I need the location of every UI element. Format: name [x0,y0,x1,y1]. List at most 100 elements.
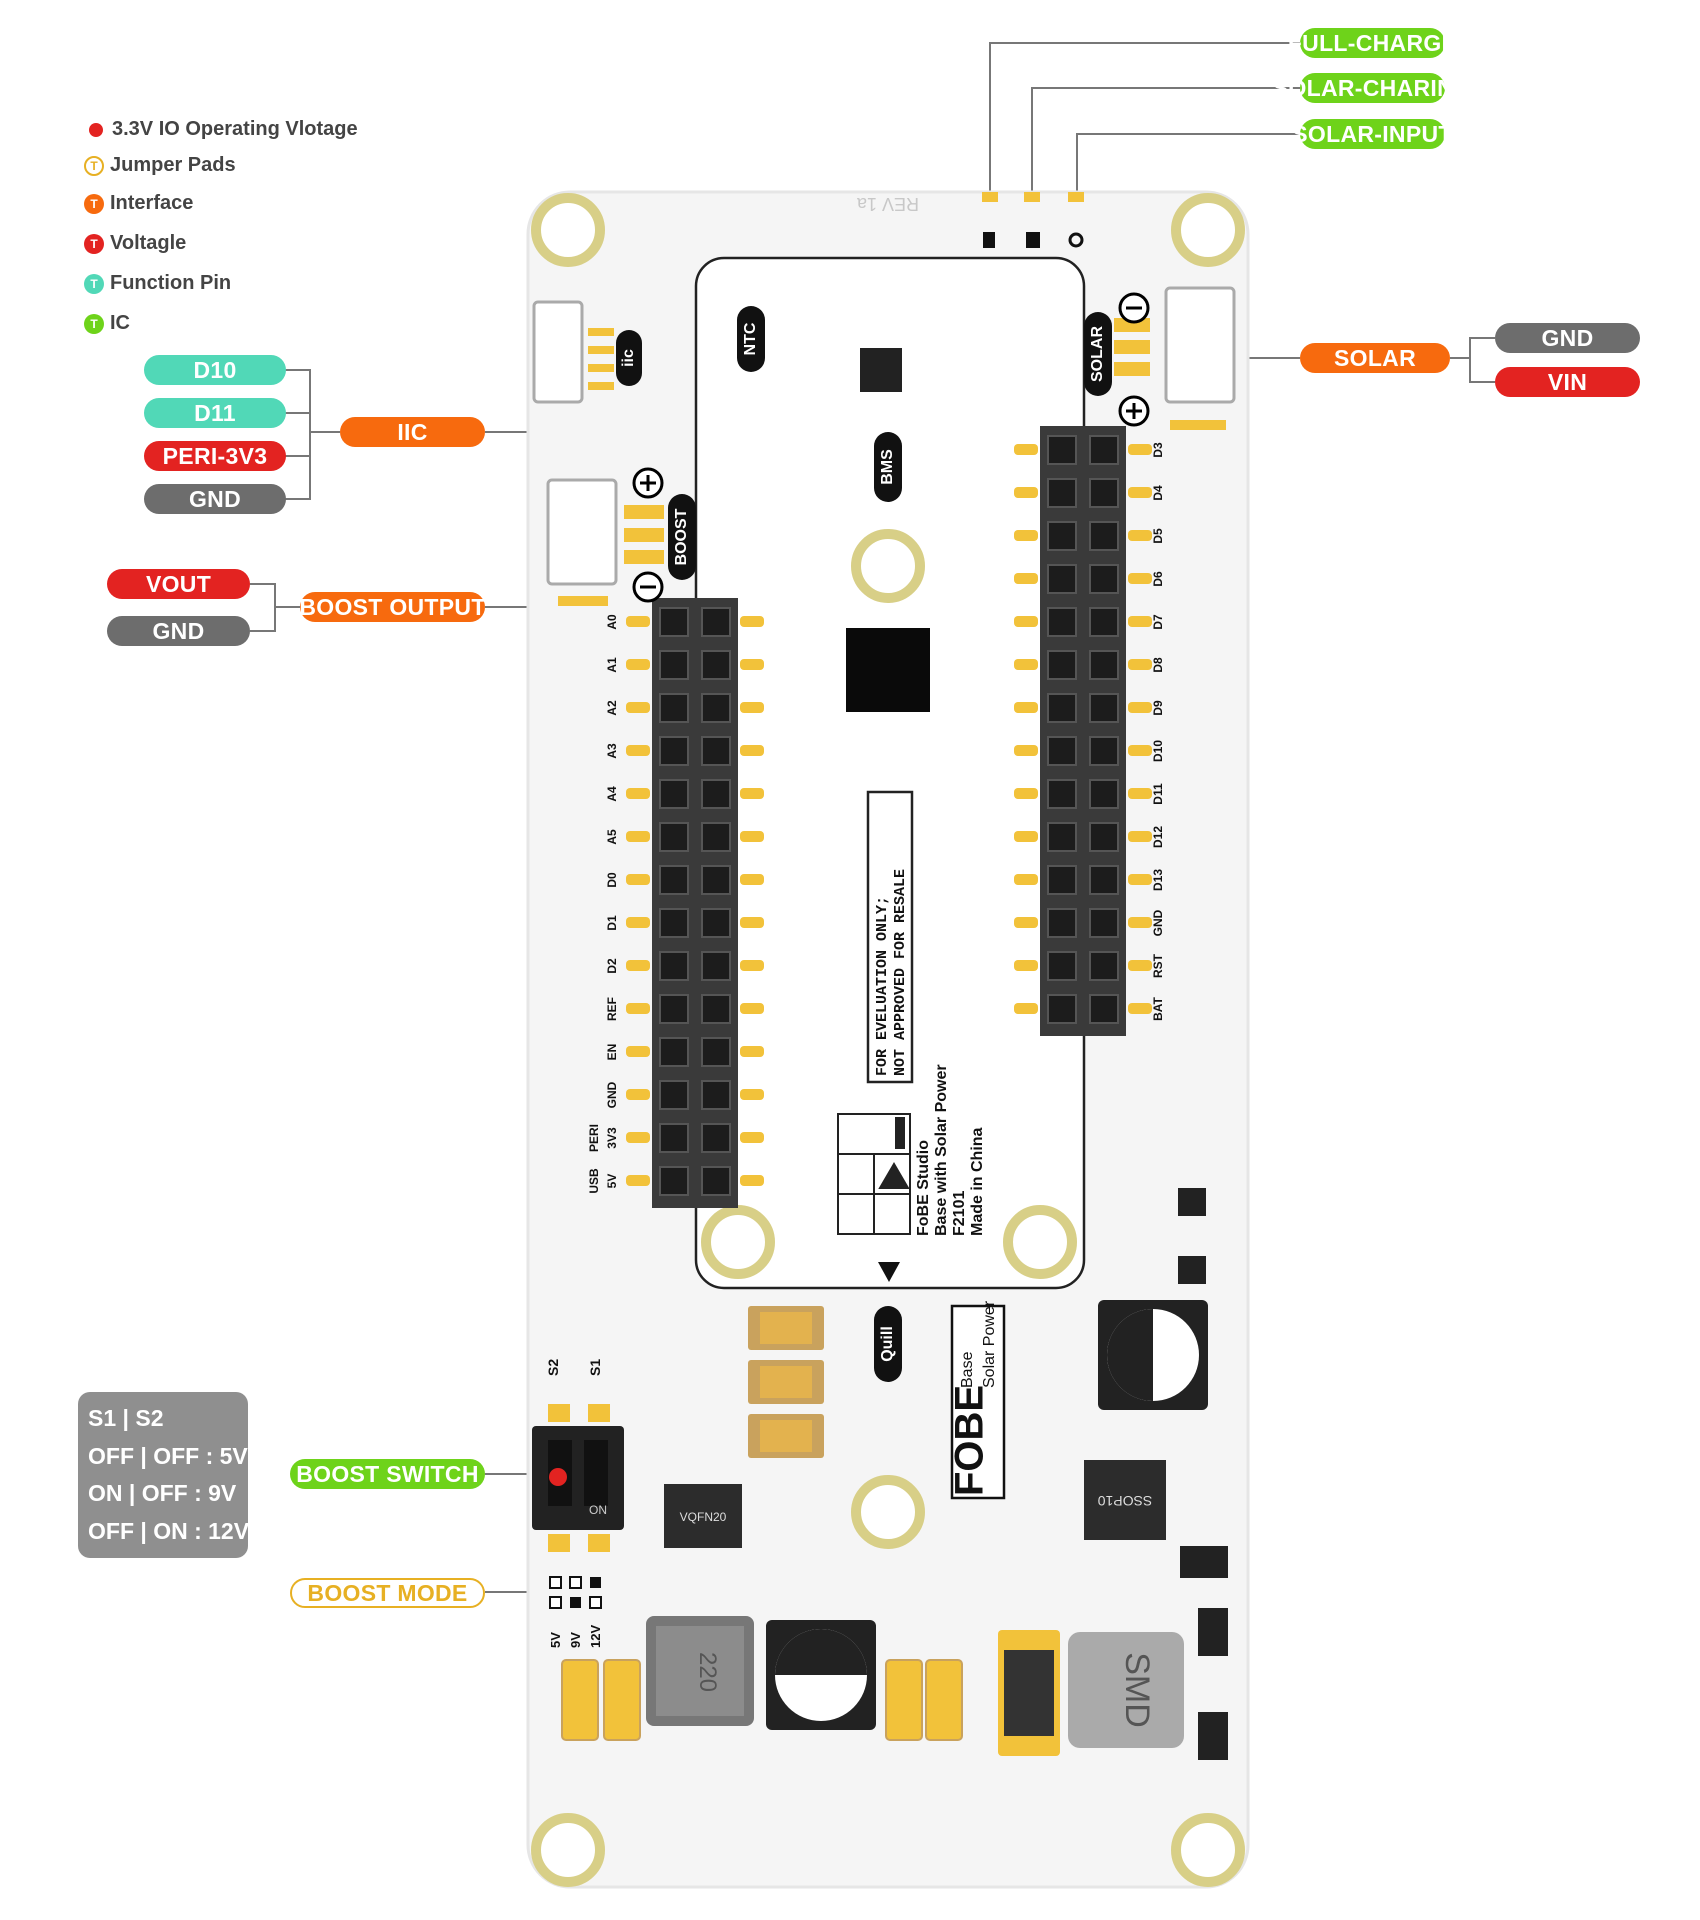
pin-socket [1089,521,1119,551]
pin-socket [701,607,731,637]
pin-socket [701,994,731,1024]
red-dot-icon [89,122,103,137]
pin-pad [740,659,764,670]
pin-pad [740,616,764,627]
pin-socket [1089,478,1119,508]
interface-icon: T [84,193,104,214]
pin-pad [740,874,764,885]
eval-line-2: NOT APPROVED FOR RESALE [892,869,909,1076]
right-pin-label: RST [1151,953,1165,978]
silk-bms: BMS [879,449,896,485]
pin-socket [701,779,731,809]
pin-pad [740,1132,764,1143]
pin-pad [626,1132,650,1143]
pin-socket [659,951,689,981]
pin-pad [626,745,650,756]
fobe-sub-2: Solar Power [981,1300,998,1388]
legend-label: 3.3V IO Operating Vlotage [112,118,358,140]
pin-pad [626,702,650,713]
boost-table-row: OFF | OFF : 5V [88,1442,248,1469]
maker-line-1: FoBE Studio [915,1140,932,1236]
solar-vin-label: VIN [1495,367,1640,397]
pin-pad [1014,788,1038,799]
pin-pad [1128,788,1152,799]
solar-charing-label: SOLAR-CHARING [1273,73,1472,103]
boost-switch-label: BOOST SWITCH [290,1459,485,1489]
ssop-chip [1084,1460,1166,1540]
pin-pad [1128,573,1152,584]
pin-socket [1089,779,1119,809]
right-pin-label: D12 [1151,826,1165,848]
pin-socket [1089,650,1119,680]
pin-pad [1014,1003,1038,1014]
pin-socket [1047,564,1077,594]
mounting-holes [531,193,1245,1887]
pin-socket [1089,994,1119,1024]
left-pin-label: EN [605,1044,619,1061]
pin-pad [1014,530,1038,541]
left-pin-prefix: PERI [587,1124,601,1152]
pin-pad [1014,444,1038,455]
legend-item: 3.3V IO Operating Vlotage [86,118,358,141]
pin-socket [659,650,689,680]
header-body [652,598,738,1208]
pin-pad [626,874,650,885]
legend-item: T Jumper Pads [84,154,236,177]
full-charge-label: FULL-CHARGE [1288,28,1457,58]
maker-line-2: Base with Solar Power [933,1064,950,1236]
pin-pad [740,788,764,799]
silk-boost: BOOST [673,508,690,565]
pin-pad [740,917,764,928]
pin-pad [740,831,764,842]
right-pin-label: D10 [1151,740,1165,762]
pin-socket [1047,435,1077,465]
pin-pad [740,745,764,756]
pin-socket [1047,822,1077,852]
pin-pad [1128,530,1152,541]
evaluation-box [866,790,914,1084]
pin-pad [626,917,650,928]
pin-socket [1047,994,1077,1024]
pin-socket [1047,521,1077,551]
center-chip [846,628,930,712]
pin-socket [659,607,689,637]
left-pin-label: A5 [605,829,619,845]
pin-pad [740,1003,764,1014]
pin-pad [626,960,650,971]
pin-pad [740,1089,764,1100]
vqfn-chip [664,1484,742,1548]
right-pin-label: D11 [1151,783,1165,805]
pin-socket [1089,951,1119,981]
rev-label: REV 1a [856,194,919,214]
pin-pad [1014,960,1038,971]
pin-socket [1089,908,1119,938]
left-pin-label: A4 [605,786,619,802]
right-pin-label: GND [1151,909,1165,936]
iic-label: IIC [340,417,485,447]
right-pin-label: D9 [1151,700,1165,716]
pin-pad [626,616,650,627]
pin-pad [1128,917,1152,928]
mode-12v: 12V [588,1625,603,1648]
inductor-220-label: 220 [694,1652,721,1692]
pin-socket [659,865,689,895]
legend-item: T Voltagle [84,232,186,255]
pin-socket [701,822,731,852]
pin-socket [659,693,689,723]
pin-socket [1089,736,1119,766]
pin-pad [1014,874,1038,885]
bms-chip [860,348,902,392]
pin-pad [626,831,650,842]
pin-pad [740,960,764,971]
pin-pad [626,1003,650,1014]
pin-pad [740,702,764,713]
boost-table-row: OFF | ON : 12V [88,1517,250,1544]
ic-icon: T [84,313,104,334]
jumper-pad-icon: T [84,155,104,176]
left-pin-label: A0 [605,614,619,630]
pin-socket [1089,693,1119,723]
iic-connector [532,300,584,404]
pin-pad [1014,573,1038,584]
pin-socket [1089,435,1119,465]
power-components [532,1188,1228,1760]
